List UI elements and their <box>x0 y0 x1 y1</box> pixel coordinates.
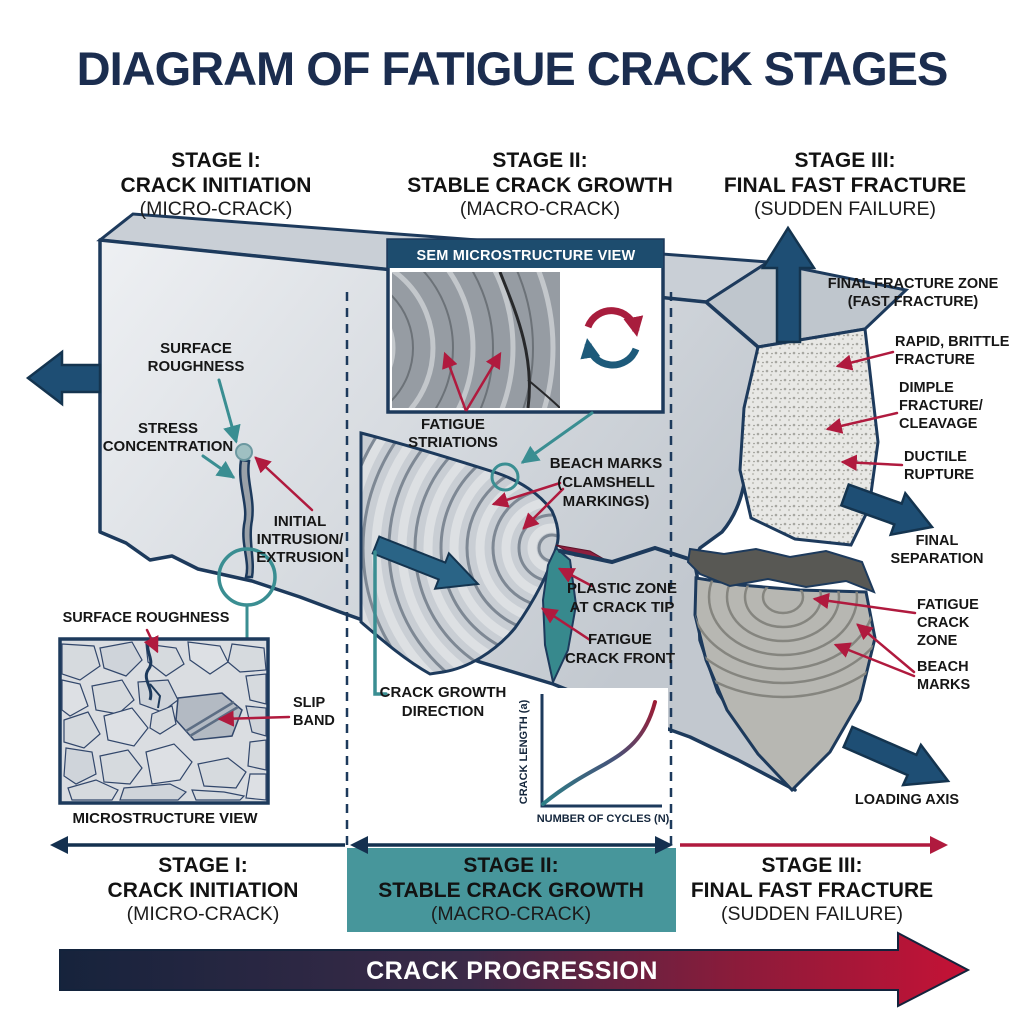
svg-text:CONCENTRATION: CONCENTRATION <box>103 438 234 455</box>
stage-span-arrows <box>50 836 948 854</box>
svg-text:ZONE: ZONE <box>917 633 958 649</box>
stage2-band <box>347 848 676 932</box>
sem-inset <box>386 238 665 414</box>
svg-text:(SUDDEN FAILURE): (SUDDEN FAILURE) <box>721 903 903 925</box>
svg-text:EXTRUSION: EXTRUSION <box>256 549 344 566</box>
beach-marks-label: BEACH MARKS <box>550 455 663 472</box>
stage1-labels: SURFACE ROUGHNESS STRESS CONCENTRATION I… <box>103 340 344 566</box>
svg-text:ROUGHNESS: ROUGHNESS <box>148 358 245 375</box>
svg-text:(MACRO-CRACK): (MACRO-CRACK) <box>431 903 591 925</box>
chart-labels: CRACK LENGTH (a) NUMBER OF CYCLES (N) <box>518 699 670 825</box>
progression-label: CRACK PROGRESSION <box>366 957 658 985</box>
surface-roughness-label: SURFACE <box>160 340 232 357</box>
svg-text:STABLE CRACK GROWTH: STABLE CRACK GROWTH <box>407 174 673 197</box>
crack-line <box>558 545 694 565</box>
svg-text:(MACRO-CRACK): (MACRO-CRACK) <box>460 198 620 220</box>
svg-text:FINAL FAST FRACTURE: FINAL FAST FRACTURE <box>691 879 933 902</box>
stage-headers-top: STAGE I: CRACK INITIATION (MICRO-CRACK) … <box>121 149 967 220</box>
ductile-rupture-label: DUCTILE <box>904 449 967 465</box>
fatigue-striations-label: FATIGUE <box>421 416 485 433</box>
stage1-footer: STAGE I: <box>158 854 247 877</box>
svg-text:(SUDDEN FAILURE): (SUDDEN FAILURE) <box>754 198 936 220</box>
svg-text:STRIATIONS: STRIATIONS <box>408 434 498 451</box>
svg-text:(MICRO-CRACK): (MICRO-CRACK) <box>127 903 280 925</box>
fan-magnifier-ring <box>490 462 520 492</box>
dimple-fracture-label: DIMPLE <box>899 380 954 396</box>
inset-surface-roughness-label: SURFACE ROUGHNESS <box>63 610 230 626</box>
beach-marks-s3-label: BEACH <box>917 659 969 675</box>
granular-fracture-face <box>738 327 880 547</box>
slip-band-label: SLIP <box>293 695 326 711</box>
svg-text:FINAL FAST FRACTURE: FINAL FAST FRACTURE <box>724 174 966 197</box>
page-title: DIAGRAM OF FATIGUE CRACK STAGES <box>77 42 948 95</box>
stress-concentration-label: STRESS <box>138 420 198 437</box>
svg-text:CRACK INITIATION: CRACK INITIATION <box>108 879 299 902</box>
svg-text:INTRUSION/: INTRUSION/ <box>257 531 345 548</box>
stage2-footer: STAGE II: <box>463 854 558 877</box>
svg-text:SEPARATION: SEPARATION <box>891 551 984 567</box>
final-separation-arrow-icon <box>839 483 935 537</box>
microstructure-inset <box>58 637 270 805</box>
stage2-labels: FATIGUE STRIATIONS BEACH MARKS (CLAMSHEL… <box>380 416 677 720</box>
stage3-header: STAGE III: <box>794 149 895 172</box>
fatigue-crack-zone-label: FATIGUE <box>917 597 979 613</box>
svg-text:AT CRACK TIP: AT CRACK TIP <box>570 599 675 616</box>
svg-text:(FAST FRACTURE): (FAST FRACTURE) <box>848 294 979 310</box>
cyclic-loading-icon <box>580 307 644 369</box>
svg-text:RUPTURE: RUPTURE <box>904 467 974 483</box>
progression-arrow <box>59 931 971 1008</box>
svg-text:CRACK: CRACK <box>917 615 970 631</box>
stage1-header: STAGE I: <box>171 149 260 172</box>
inset-caption: MICROSTRUCTURE VIEW <box>73 810 259 827</box>
chart-ylabel: CRACK LENGTH (a) <box>518 699 530 804</box>
inset-labels: SURFACE ROUGHNESS SLIP BAND MICROSTRUCTU… <box>63 610 335 827</box>
svg-text:STABLE CRACK GROWTH: STABLE CRACK GROWTH <box>378 879 644 902</box>
grain-boundaries <box>61 641 267 801</box>
chart-xlabel: NUMBER OF CYCLES (N) <box>537 813 670 825</box>
ridged-fracture-face <box>693 576 877 793</box>
final-separation-label: FINAL <box>916 533 959 549</box>
svg-text:DIRECTION: DIRECTION <box>402 703 485 720</box>
loading-axis-label: LOADING AXIS <box>855 792 960 808</box>
crack-growth-direction-label: CRACK GROWTH <box>380 684 507 701</box>
stage3-labels: FINAL FRACTURE ZONE (FAST FRACTURE) RAPI… <box>828 276 1010 808</box>
rapid-brittle-label: RAPID, BRITTLE <box>895 334 1010 350</box>
stage3-footer: STAGE III: <box>761 854 862 877</box>
stage-headers-bottom: STAGE I: CRACK INITIATION (MICRO-CRACK) … <box>108 854 934 925</box>
final-fracture-zone-label: FINAL FRACTURE ZONE <box>828 276 999 292</box>
plastic-zone-label: PLASTIC ZONE <box>567 580 677 597</box>
stage2-header: STAGE II: <box>492 149 587 172</box>
svg-text:BAND: BAND <box>293 713 335 729</box>
svg-text:FRACTURE/: FRACTURE/ <box>899 398 983 414</box>
svg-text:CRACK INITIATION: CRACK INITIATION <box>121 174 312 197</box>
svg-text:(MICRO-CRACK): (MICRO-CRACK) <box>140 198 293 220</box>
svg-text:CRACK FRONT: CRACK FRONT <box>565 650 675 667</box>
svg-text:MARKINGS): MARKINGS) <box>563 493 650 510</box>
svg-text:CLEAVAGE: CLEAVAGE <box>899 416 978 432</box>
fatigue-crack-front-label: FATIGUE <box>588 631 652 648</box>
svg-text:MARKS: MARKS <box>917 677 970 693</box>
svg-text:FRACTURE: FRACTURE <box>895 352 975 368</box>
stress-concentration-dot <box>235 443 253 461</box>
sem-header: SEM MICROSTRUCTURE VIEW <box>417 248 636 264</box>
initial-intrusion-label: INITIAL <box>274 513 327 530</box>
separation-gap <box>686 547 876 594</box>
crack-growth-curve <box>541 700 657 806</box>
crack-growth-arrow-icon <box>371 535 481 590</box>
loading-axis-arrow-icon <box>841 725 951 787</box>
svg-text:(CLAMSHELL: (CLAMSHELL <box>557 474 655 491</box>
crack-length-chart <box>510 688 668 828</box>
load-arrow-left-icon <box>25 349 102 407</box>
load-arrow-up-icon <box>760 225 817 344</box>
